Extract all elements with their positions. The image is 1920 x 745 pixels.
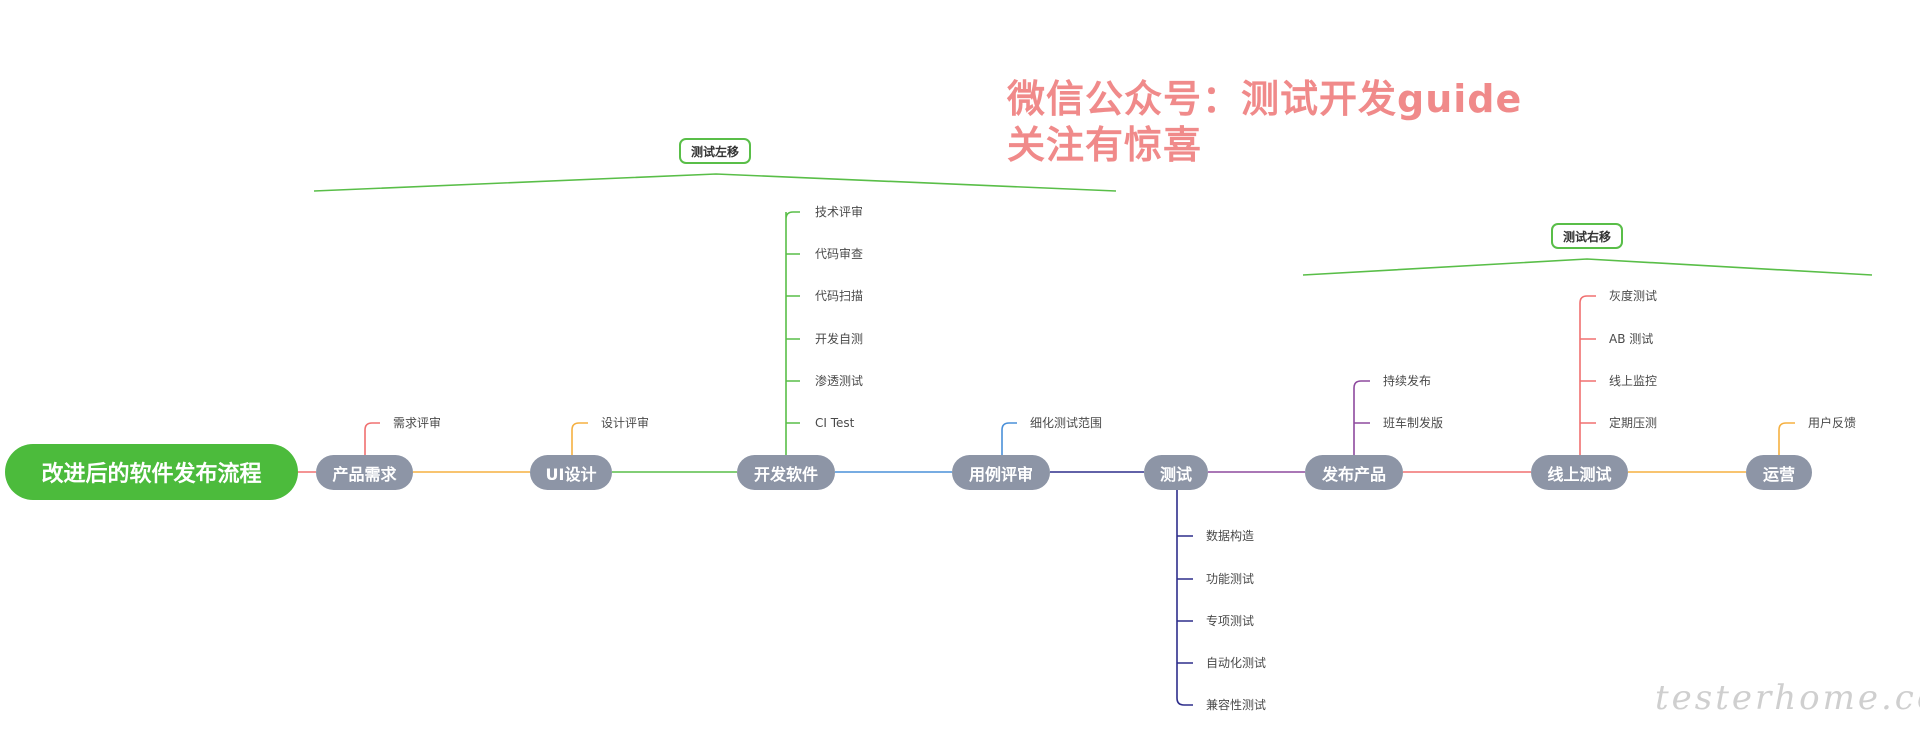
leaf-ab-test[interactable]: AB 测试 [1609, 332, 1654, 346]
bracket-shift-left [313, 173, 1117, 192]
branch-online [1579, 295, 1596, 455]
tag-shift-right[interactable]: 测试右移 [1551, 223, 1623, 249]
leaf-online-monitoring[interactable]: 线上监控 [1609, 374, 1658, 388]
leaf-train-release[interactable]: 班车制发版 [1383, 416, 1444, 430]
stage-development[interactable]: 开发软件 [737, 455, 835, 490]
leaf-data-construction[interactable]: 数据构造 [1206, 529, 1255, 543]
leaf-code-review[interactable]: 代码审查 [815, 247, 864, 261]
stage-ui-design[interactable]: UI设计 [530, 455, 612, 490]
leaf-user-feedback[interactable]: 用户反馈 [1808, 416, 1857, 430]
stage-operations[interactable]: 运营 [1746, 455, 1812, 490]
branch-operations [1778, 422, 1795, 455]
stage-testing[interactable]: 测试 [1144, 455, 1208, 490]
branch-case-review [1001, 422, 1017, 455]
leaf-penetration-test[interactable]: 渗透测试 [815, 374, 864, 388]
stage-release[interactable]: 发布产品 [1305, 455, 1403, 490]
branch-design [571, 422, 588, 455]
leaf-ci-test[interactable]: CI Test [815, 416, 855, 430]
leaf-refine-test-scope[interactable]: 细化测试范围 [1030, 416, 1103, 430]
leaf-compatibility-test[interactable]: 兼容性测试 [1206, 698, 1267, 712]
leaf-gray-test[interactable]: 灰度测试 [1609, 289, 1658, 303]
leaf-periodic-stress-test[interactable]: 定期压测 [1609, 416, 1658, 430]
bracket-shift-right [1302, 258, 1873, 276]
branch-development [785, 211, 800, 455]
leaf-continuous-release[interactable]: 持续发布 [1383, 374, 1432, 388]
watermark-line-1: 微信公众号：测试开发guide [1007, 77, 1523, 121]
leaf-special-test[interactable]: 专项测试 [1206, 614, 1255, 628]
leaf-code-scan[interactable]: 代码扫描 [815, 289, 864, 303]
branch-testing [1176, 490, 1193, 706]
watermark-line-2: 关注有惊喜 [1007, 123, 1203, 167]
testerhome-logo: testerhome.com [1655, 678, 1920, 718]
stage-case-review[interactable]: 用例评审 [952, 455, 1050, 490]
tag-shift-left[interactable]: 测试左移 [679, 138, 751, 164]
branch-release [1353, 380, 1370, 455]
leaf-dev-self-test[interactable]: 开发自测 [815, 332, 864, 346]
leaf-requirements-review[interactable]: 需求评审 [393, 416, 442, 430]
leaf-tech-review[interactable]: 技术评审 [815, 205, 864, 219]
stage-online-testing[interactable]: 线上测试 [1531, 455, 1628, 490]
leaf-design-review[interactable]: 设计评审 [601, 416, 650, 430]
leaf-functional-test[interactable]: 功能测试 [1206, 572, 1255, 586]
watermark-text: 微信公众号：测试开发guide 关注有惊喜 [1007, 76, 1522, 168]
branch-requirements [364, 422, 380, 455]
stage-product-requirements[interactable]: 产品需求 [316, 455, 413, 490]
leaf-automation-test[interactable]: 自动化测试 [1206, 656, 1267, 670]
root-node[interactable]: 改进后的软件发布流程 [5, 444, 298, 500]
